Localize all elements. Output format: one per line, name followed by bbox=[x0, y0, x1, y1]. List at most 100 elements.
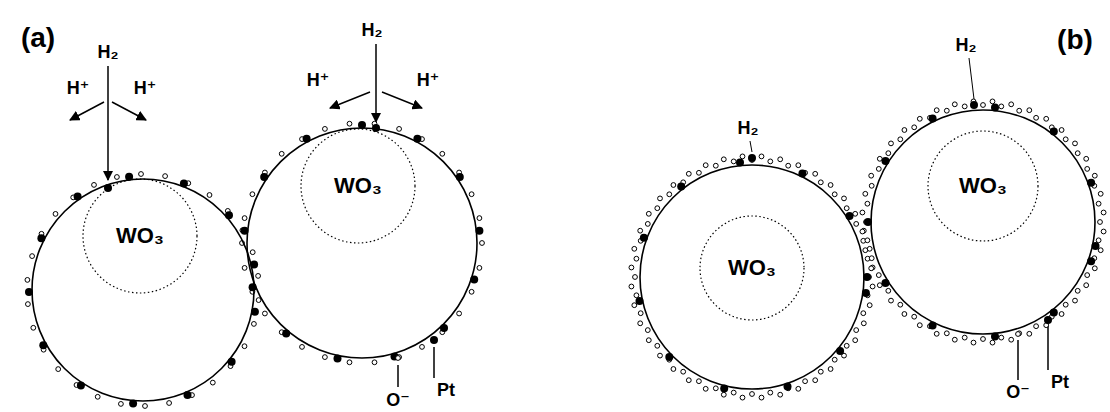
oxygen-ion bbox=[990, 99, 995, 104]
oxygen-ion bbox=[397, 126, 402, 131]
oxygen-ion bbox=[681, 369, 686, 374]
annotation-label: H⁺ bbox=[67, 79, 90, 97]
oxygen-ion bbox=[645, 222, 650, 227]
oxygen-ion bbox=[860, 210, 865, 215]
oxygen-ion bbox=[31, 325, 36, 330]
oxygen-ion bbox=[26, 302, 31, 307]
oxygen-ion bbox=[634, 256, 639, 261]
oxygen-ion bbox=[999, 335, 1004, 340]
oxygen-ion bbox=[865, 201, 870, 206]
oxygen-ion bbox=[1075, 151, 1080, 156]
oxygen-ion bbox=[832, 357, 837, 362]
grain-surface bbox=[871, 110, 1095, 334]
oxygen-ion bbox=[242, 266, 247, 271]
oxygen-ion bbox=[786, 163, 791, 168]
oxygen-ion bbox=[1084, 156, 1089, 161]
oxygen-ion bbox=[655, 206, 660, 211]
panel-label: (b) bbox=[1057, 26, 1093, 54]
oxygen-ion bbox=[638, 321, 643, 326]
oxygen-ion bbox=[828, 367, 833, 372]
oxygen-ion bbox=[952, 102, 957, 107]
oxygen-ion bbox=[632, 303, 637, 308]
oxygen-ion bbox=[477, 266, 482, 271]
proton-arrow bbox=[330, 92, 370, 108]
oxygen-ion bbox=[1073, 141, 1078, 146]
oxygen-ion bbox=[828, 183, 833, 188]
pt-particle bbox=[748, 154, 756, 162]
annotation-label: H⁺ bbox=[307, 71, 330, 89]
oxygen-ion bbox=[457, 311, 462, 316]
oxygen-ion bbox=[854, 328, 859, 333]
oxygen-ion bbox=[1098, 220, 1103, 225]
oxygen-ion bbox=[697, 170, 702, 175]
oxygen-ion bbox=[633, 275, 638, 280]
oxygen-ion bbox=[1034, 324, 1039, 329]
oxygen-ion bbox=[962, 335, 967, 340]
oxygen-ion bbox=[813, 171, 818, 176]
oxygen-ion bbox=[861, 321, 866, 326]
grain-outline bbox=[870, 109, 1096, 335]
grain-label: WO₃ bbox=[959, 173, 1007, 199]
oxygen-ion bbox=[1073, 298, 1078, 303]
oxygen-ion bbox=[634, 293, 639, 298]
oxygen-ion bbox=[886, 288, 891, 293]
oxygen-ion bbox=[1034, 115, 1039, 120]
oxygen-ion bbox=[252, 322, 257, 327]
oxygen-ion bbox=[347, 360, 352, 365]
grain-core bbox=[700, 216, 804, 320]
oxygen-ion bbox=[1098, 248, 1103, 253]
oxygen-ion bbox=[163, 174, 168, 179]
oxygen-ion bbox=[759, 154, 764, 159]
oxygen-ion bbox=[323, 126, 328, 131]
oxygen-ion bbox=[1016, 332, 1021, 337]
oxygen-ion bbox=[1009, 102, 1014, 107]
oxygen-ion bbox=[863, 191, 868, 196]
grain-surface bbox=[32, 179, 254, 401]
pt-particle bbox=[836, 347, 844, 355]
oxygen-ion bbox=[861, 311, 866, 316]
oxygen-ion bbox=[1092, 266, 1097, 271]
oxygen-ion bbox=[740, 395, 745, 400]
oxygen-ion bbox=[167, 401, 172, 406]
oxygen-ion bbox=[92, 183, 97, 188]
oxygen-ion bbox=[813, 378, 818, 383]
oxygen-ion bbox=[242, 216, 247, 221]
annotation-label: Pt bbox=[437, 381, 455, 399]
oxygen-ion bbox=[250, 250, 255, 255]
pt-particle bbox=[430, 336, 438, 344]
wo3-grain: WO₃ bbox=[639, 164, 865, 390]
oxygen-ion bbox=[1044, 116, 1049, 121]
oxygen-ion bbox=[1009, 337, 1014, 342]
oxygen-ion bbox=[865, 238, 870, 243]
oxygen-ion bbox=[934, 331, 939, 336]
oxygen-ion bbox=[768, 159, 773, 164]
oxygen-ion bbox=[902, 128, 907, 133]
oxygen-ion bbox=[143, 404, 148, 409]
oxygen-ion bbox=[1063, 137, 1068, 142]
oxygen-ion bbox=[210, 380, 215, 385]
oxygen-ion bbox=[713, 163, 718, 168]
oxygen-ion bbox=[250, 192, 255, 197]
oxygen-ion bbox=[1096, 238, 1101, 243]
oxygen-ion bbox=[119, 402, 124, 407]
oxygen-ion bbox=[629, 284, 634, 289]
oxygen-ion bbox=[869, 266, 874, 271]
oxygen-ion bbox=[30, 254, 35, 259]
wo3-grain: WO₃ bbox=[31, 178, 255, 402]
oxygen-ion bbox=[1098, 191, 1103, 196]
oxygen-ion bbox=[703, 163, 708, 168]
oxygen-ion bbox=[1075, 288, 1080, 293]
oxygen-ion bbox=[981, 337, 986, 342]
oxygen-ion bbox=[731, 159, 736, 164]
oxygen-ion bbox=[917, 116, 922, 121]
oxygen-ion bbox=[655, 343, 660, 348]
oxygen-ion bbox=[844, 343, 849, 348]
oxygen-ion bbox=[898, 302, 903, 307]
pt-particle bbox=[665, 353, 673, 361]
oxygen-ion bbox=[867, 303, 872, 308]
leader-line bbox=[1017, 340, 1019, 380]
grain-core bbox=[83, 179, 197, 293]
oxygen-ion bbox=[1027, 331, 1032, 336]
oxygen-ion bbox=[646, 211, 651, 216]
grain-label: WO₃ bbox=[116, 223, 164, 249]
